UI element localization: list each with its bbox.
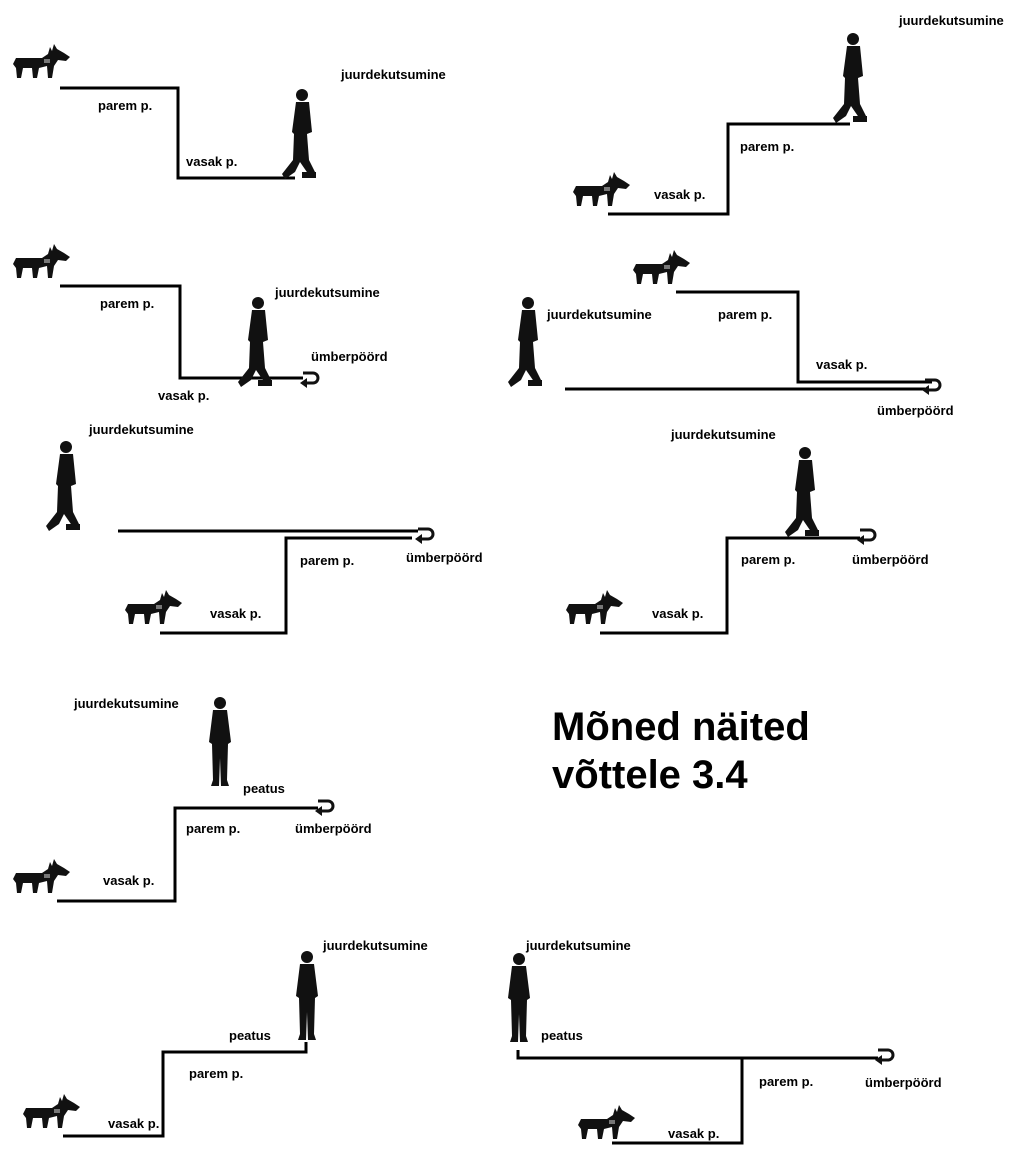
path-d5 — [160, 536, 412, 635]
label-stop: peatus — [229, 1028, 271, 1043]
label-recall: juurdekutsumine — [74, 696, 179, 711]
label-left-turn: vasak p. — [108, 1116, 160, 1131]
label-right-turn: parem p. — [300, 553, 355, 568]
path-d2 — [608, 122, 850, 216]
dog-icon — [125, 590, 182, 624]
person-icon — [282, 89, 316, 179]
person-icon — [296, 951, 318, 1040]
title-line-2: võttele 3.4 — [552, 753, 748, 797]
dog-icon — [573, 172, 630, 206]
label-about-turn: ümberpöörd — [295, 821, 372, 836]
label-recall: juurdekutsumine — [89, 422, 194, 437]
label-left-turn: vasak p. — [210, 606, 262, 621]
path-d6 — [600, 536, 860, 635]
label-left-turn: vasak p. — [186, 154, 238, 169]
label-recall: juurdekutsumine — [899, 13, 1004, 28]
dog-icon — [13, 859, 70, 893]
label-about-turn: ümberpöörd — [311, 349, 388, 364]
dog-icon — [13, 244, 70, 278]
dog-icon — [578, 1105, 635, 1139]
label-about-turn: ümberpöörd — [877, 403, 954, 418]
label-left-turn: vasak p. — [668, 1126, 720, 1141]
person-icon — [785, 447, 819, 537]
label-right-turn: parem p. — [741, 552, 796, 567]
label-right-turn: parem p. — [189, 1066, 244, 1081]
title-line-1: Mõned näited — [552, 705, 810, 749]
label-right-turn: parem p. — [100, 296, 155, 311]
label-right-turn: parem p. — [98, 98, 153, 113]
label-left-turn: vasak p. — [103, 873, 155, 888]
label-recall: juurdekutsumine — [526, 938, 631, 953]
label-stop: peatus — [541, 1028, 583, 1043]
path-d8 — [63, 1042, 308, 1138]
label-left-turn: vasak p. — [652, 606, 704, 621]
path-d7 — [57, 806, 318, 903]
label-left-turn: vasak p. — [816, 357, 868, 372]
person-icon — [833, 33, 867, 123]
label-recall: juurdekutsumine — [323, 938, 428, 953]
person-icon — [238, 297, 272, 387]
label-right-turn: parem p. — [740, 139, 795, 154]
person-icon — [508, 297, 542, 387]
dog-icon — [23, 1094, 80, 1128]
dog-icon — [633, 250, 690, 284]
label-right-turn: parem p. — [759, 1074, 814, 1089]
label-about-turn: ümberpöörd — [406, 550, 483, 565]
person-icon — [209, 697, 231, 786]
page-title: Mõned näited võttele 3.4 — [552, 703, 810, 799]
path-d4 — [676, 290, 932, 384]
label-recall: juurdekutsumine — [341, 67, 446, 82]
person-icon — [508, 953, 530, 1042]
label-stop: peatus — [243, 781, 285, 796]
label-recall: juurdekutsumine — [671, 427, 776, 442]
label-left-turn: vasak p. — [158, 388, 210, 403]
label-recall: juurdekutsumine — [275, 285, 380, 300]
dog-icon — [13, 44, 70, 78]
label-right-turn: parem p. — [186, 821, 241, 836]
dog-icon — [566, 590, 623, 624]
person-icon — [46, 441, 80, 531]
path-d1 — [60, 86, 295, 180]
label-recall: juurdekutsumine — [547, 307, 652, 322]
about-turn-arrow-icon — [298, 371, 320, 390]
label-left-turn: vasak p. — [654, 187, 706, 202]
label-about-turn: ümberpöörd — [852, 552, 929, 567]
label-right-turn: parem p. — [718, 307, 773, 322]
label-about-turn: ümberpöörd — [865, 1075, 942, 1090]
